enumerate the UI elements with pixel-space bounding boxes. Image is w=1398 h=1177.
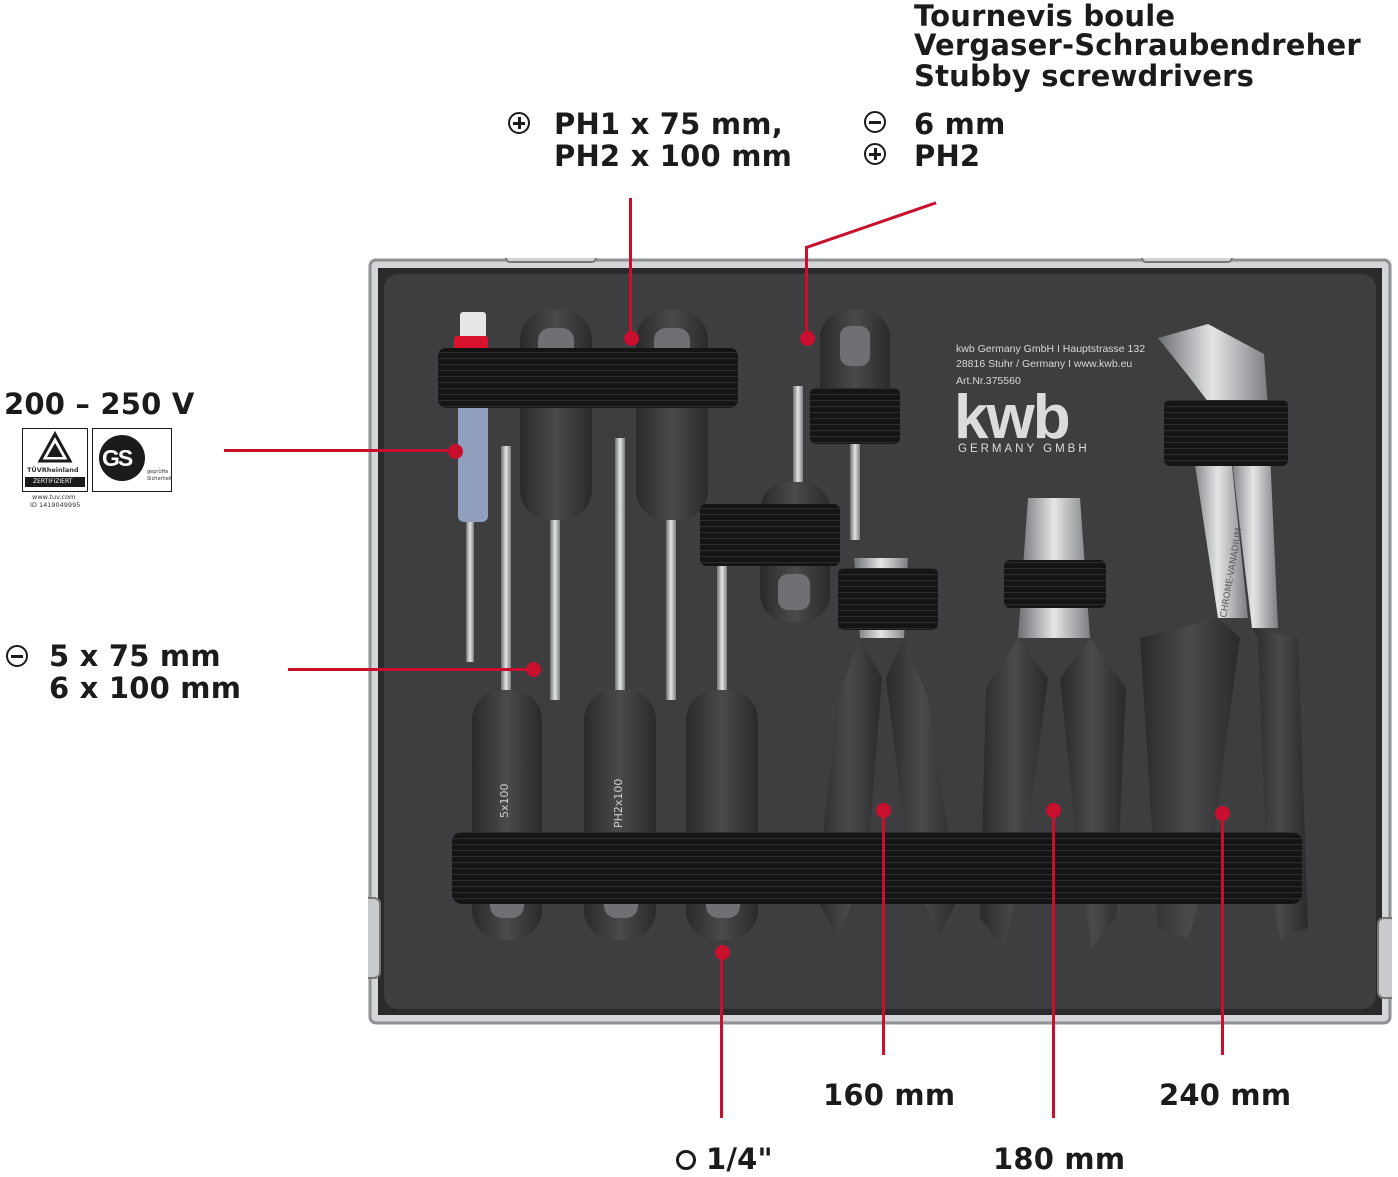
tester-leader-line <box>224 449 454 452</box>
case-hinge <box>1377 917 1392 999</box>
phillips-size-1: PH1 x 75 mm, <box>554 107 783 141</box>
tester-voltage: 200 – 250 V <box>4 387 195 421</box>
handle-marking-2: PH2x100 <box>612 779 625 828</box>
phillips-circle-icon <box>508 112 530 134</box>
stubby-leader-dot <box>799 330 815 346</box>
slotted-circle-icon <box>6 645 28 667</box>
strap <box>700 504 840 566</box>
stubby-label-de: Vergaser-Schraubendreher <box>914 28 1361 62</box>
combination-leader-line <box>1052 810 1055 1118</box>
water-pump-leader-line <box>1221 813 1224 1055</box>
ring-icon <box>676 1150 696 1170</box>
kwb-logo-sub: GERMANY GMBH <box>958 443 1090 455</box>
slotted-size-2: 6 x 100 mm <box>49 671 242 705</box>
water-pump-size: 240 mm <box>1159 1078 1292 1112</box>
case-address-line-1: kwb Germany GmbH I Hauptstrasse 132 <box>956 343 1145 355</box>
stubby-label-fr: Tournevis boule <box>914 0 1176 33</box>
side-cutter-leader-dot <box>875 802 891 818</box>
strap <box>452 832 1302 904</box>
kwb-logo: kwb <box>954 383 1069 452</box>
strap <box>810 388 900 444</box>
slotted-leader-line <box>288 668 531 671</box>
bits-leader-line <box>720 952 723 1118</box>
tuv-triangle-icon <box>37 430 73 463</box>
gs-emblem <box>99 435 145 481</box>
strap <box>438 348 738 408</box>
tuv-url: www.tuv.com <box>32 493 76 501</box>
bits-size: 1/4" <box>706 1142 773 1176</box>
strap <box>838 568 938 630</box>
case-article-number: Art.Nr.375560 <box>956 375 1021 387</box>
tuv-mark: TÜVRheinland ZERTIFIZIERT <box>22 428 88 492</box>
stubby-leader-line-vertical <box>805 246 808 338</box>
phillips-leader-dot <box>623 330 639 346</box>
gs-letters: GS <box>102 445 133 471</box>
case-latch <box>1141 258 1233 263</box>
bits-leader-dot <box>714 944 730 960</box>
stubby-phillips-size: PH2 <box>914 139 981 173</box>
tuv-zert: ZERTIFIZIERT <box>33 478 73 485</box>
combination-size: 180 mm <box>993 1142 1126 1176</box>
phillips-size-2: PH2 x 100 mm <box>554 139 793 173</box>
case-address-line-2: 28816 Stuhr / Germany I www.kwb.eu <box>956 358 1132 370</box>
case-hinge <box>368 897 381 979</box>
strap <box>1164 400 1288 466</box>
stubby-label-en: Stubby screwdrivers <box>914 59 1255 93</box>
tool-case-illustration: 5x100 PH2x100 CHROM <box>368 258 1392 1025</box>
side-cutter-size: 160 mm <box>823 1078 956 1112</box>
stubby-slot-size: 6 mm <box>914 107 1006 141</box>
side-cutter-leader-line <box>882 810 885 1055</box>
gs-mark: GS geprüfte Sicherheit <box>92 428 172 492</box>
water-pump-leader-dot <box>1214 805 1230 821</box>
case-latch <box>505 258 597 263</box>
strap <box>1004 560 1106 608</box>
tuv-name: TÜVRheinland <box>27 466 79 474</box>
tuv-id: ID 1419049995 <box>30 501 81 509</box>
slotted-size-1: 5 x 75 mm <box>49 639 221 673</box>
tester-leader-dot <box>447 443 463 459</box>
phillips-leader-line <box>629 198 632 338</box>
handle-marking-1: 5x100 <box>498 783 511 818</box>
combination-leader-dot <box>1045 802 1061 818</box>
gs-subtitle: geprüfte Sicherheit <box>147 469 173 482</box>
phillips-circle-icon <box>864 143 886 165</box>
slotted-leader-dot <box>525 661 541 677</box>
stubby-leader-line-diagonal <box>806 201 937 249</box>
tuv-zert-bar <box>25 477 85 487</box>
slotted-circle-icon <box>864 111 886 133</box>
